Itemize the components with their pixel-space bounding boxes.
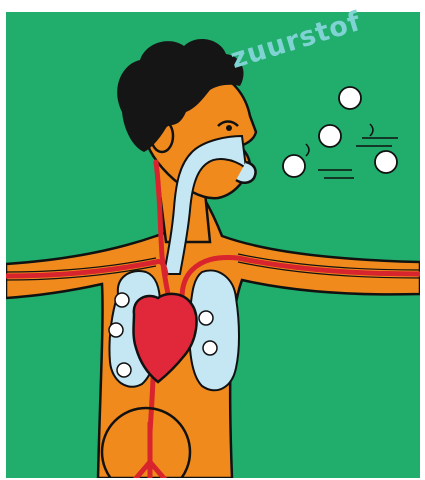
oxygen-particle-icon bbox=[319, 125, 341, 147]
oxygen-particle-icon bbox=[283, 155, 305, 177]
oxygen-particle-icon bbox=[375, 151, 397, 173]
oxygen-particle-icon bbox=[339, 87, 361, 109]
oxygen-particle-icon bbox=[109, 323, 123, 337]
oxygen-particle-icon bbox=[115, 293, 129, 307]
oxygen-particle-icon bbox=[117, 363, 131, 377]
oxygen-particle-icon bbox=[203, 341, 217, 355]
oxygen-particle-icon bbox=[199, 311, 213, 325]
illustration-canvas bbox=[6, 12, 420, 478]
eye-pupil bbox=[226, 125, 232, 131]
